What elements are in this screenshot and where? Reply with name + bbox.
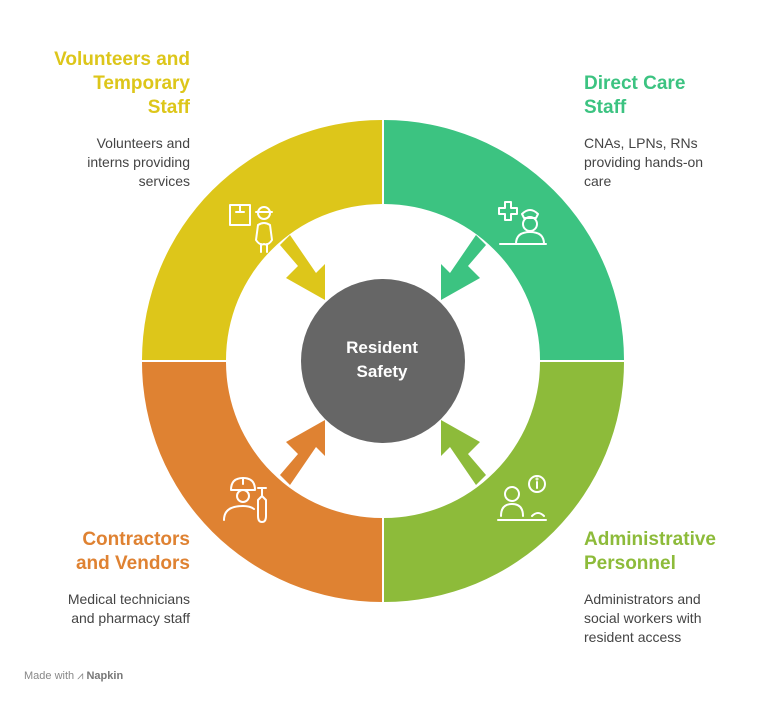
desc-line: CNAs, LPNs, RNs: [584, 135, 698, 151]
center-circle: [301, 279, 465, 443]
title-line: Volunteers and: [54, 49, 190, 70]
direct-care-title: Direct Care Staff: [584, 72, 754, 120]
footer-brand: Napkin: [86, 670, 124, 682]
center-label: Resident Safety: [302, 336, 462, 384]
title-line: and Vendors: [75, 553, 190, 574]
center-label-line-1: Resident: [346, 338, 418, 357]
segment-top-left: [142, 120, 382, 360]
arrow-top-left: [280, 235, 325, 300]
administrative-title: Administrative Personnel: [584, 528, 754, 576]
title-line: Contractors: [82, 529, 190, 550]
title-line: Direct Care: [584, 73, 686, 94]
arrow-bottom-right: [441, 420, 486, 485]
desc-line: social workers with: [584, 610, 702, 626]
desc-line: Volunteers and: [96, 135, 190, 151]
title-line: Personnel: [584, 553, 676, 574]
contractors-title: Contractors and Vendors: [20, 528, 190, 576]
napkin-watermark: Made with ⩘ Napkin: [24, 670, 123, 683]
desc-line: resident access: [584, 629, 682, 645]
desc-line: Administrators and: [584, 591, 701, 607]
center-label-line-2: Safety: [356, 362, 408, 381]
title-line: Administrative: [584, 529, 716, 550]
napkin-logo-icon: ⩘: [77, 670, 84, 682]
desc-line: Medical technicians: [67, 591, 190, 607]
desc-line: interns providing: [87, 154, 190, 170]
volunteer-icon: [229, 204, 273, 253]
arrow-bottom-left: [280, 420, 325, 485]
segment-top-right: [384, 120, 624, 360]
nurse-icon: [498, 201, 547, 245]
volunteers-title: Volunteers and Temporary Staff: [20, 48, 190, 120]
segment-bottom-right: [384, 362, 624, 602]
title-line: Staff: [584, 97, 627, 118]
desc-line: services: [138, 173, 190, 189]
desc-line: and pharmacy staff: [71, 610, 190, 626]
contractors-description: Medical technicians and pharmacy staff: [20, 590, 190, 628]
desc-line: providing hands-on: [584, 154, 704, 170]
title-line: Staff: [147, 97, 190, 118]
title-line: Temporary: [93, 73, 190, 94]
technician-icon: [223, 477, 267, 523]
arrow-top-right: [441, 235, 486, 300]
administrative-description: Administrators and social workers with r…: [584, 590, 754, 647]
direct-care-description: CNAs, LPNs, RNs providing hands-on care: [584, 134, 754, 191]
segment-bottom-left: [142, 362, 382, 602]
administrator-icon: [497, 475, 547, 521]
volunteers-description: Volunteers and interns providing service…: [20, 134, 190, 191]
footer-prefix: Made with: [24, 670, 75, 682]
desc-line: care: [584, 173, 612, 189]
